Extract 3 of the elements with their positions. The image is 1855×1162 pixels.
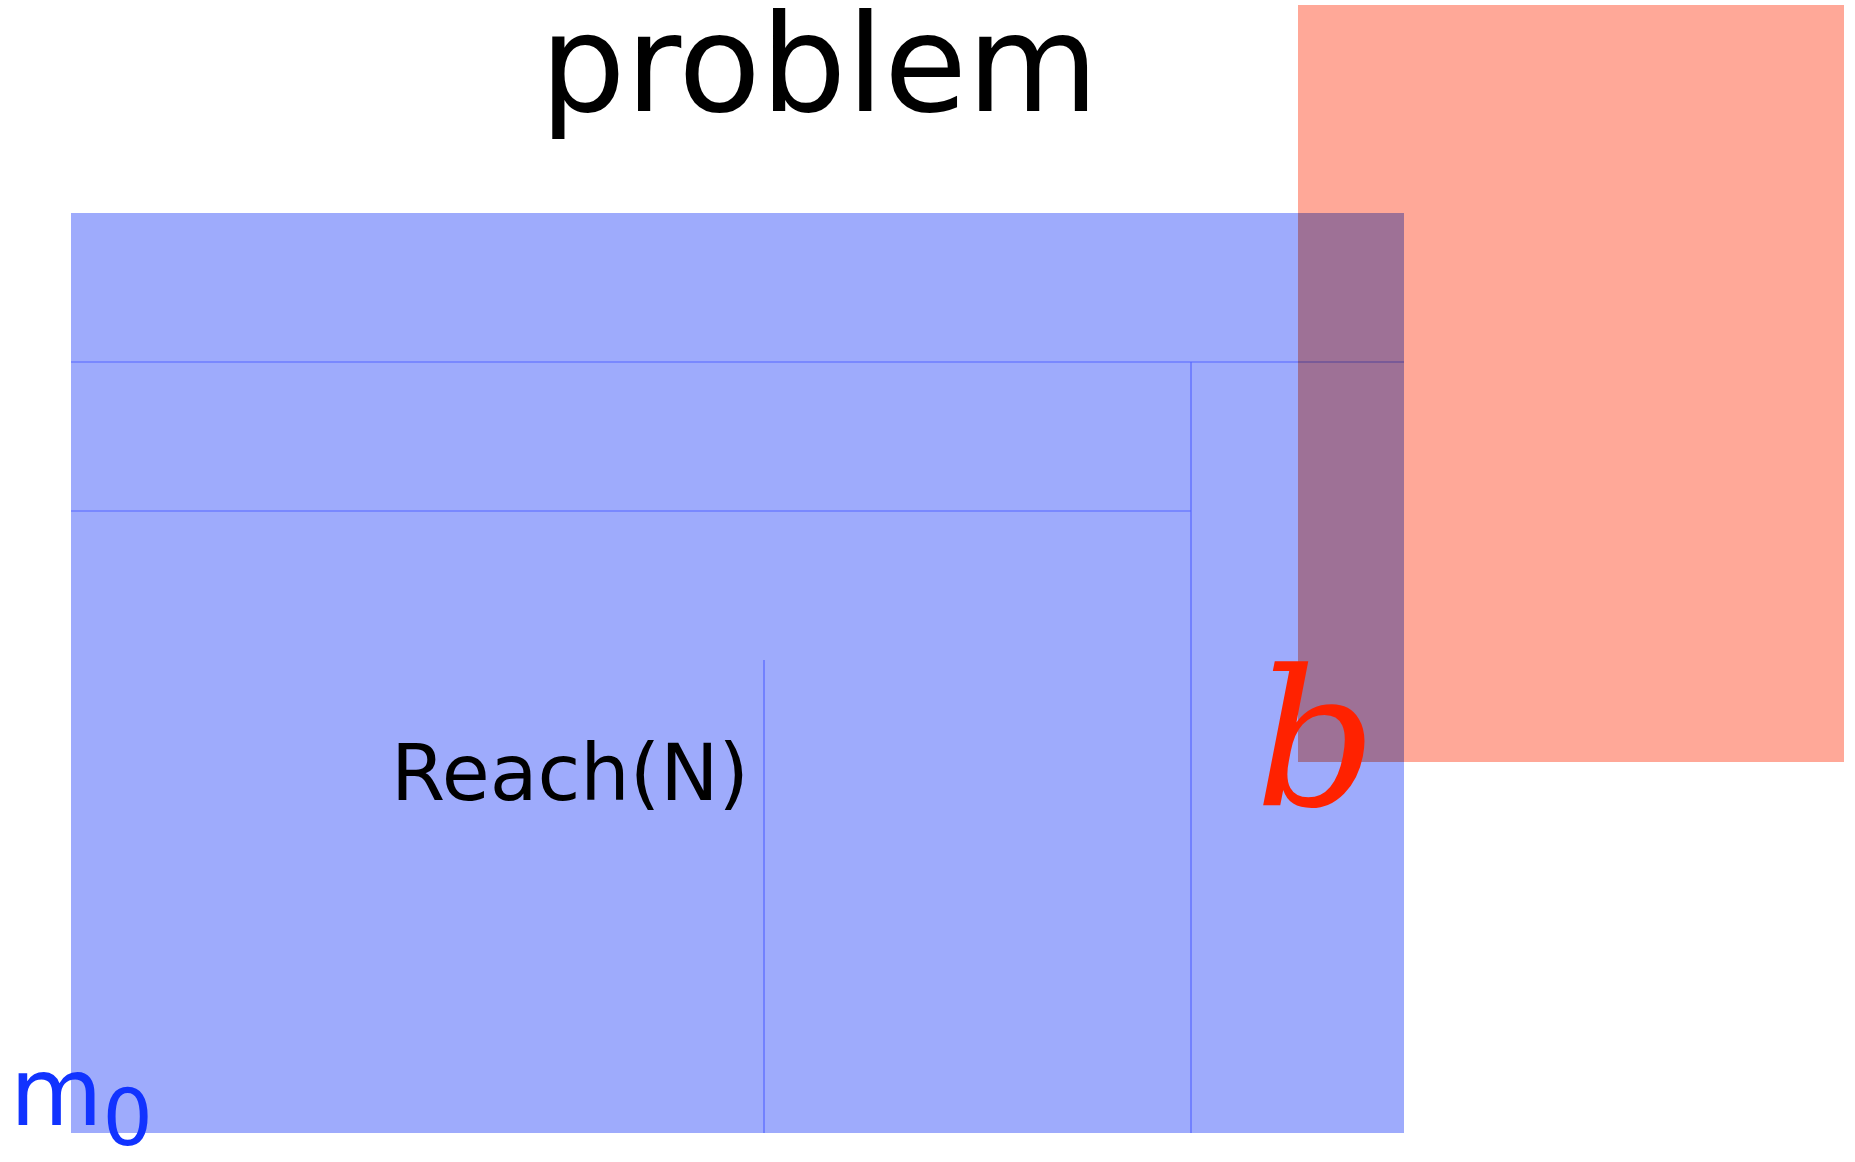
title: problem [540, 0, 1099, 140]
region-label: Reach(N) [391, 728, 749, 818]
set-label: b [1255, 640, 1377, 840]
